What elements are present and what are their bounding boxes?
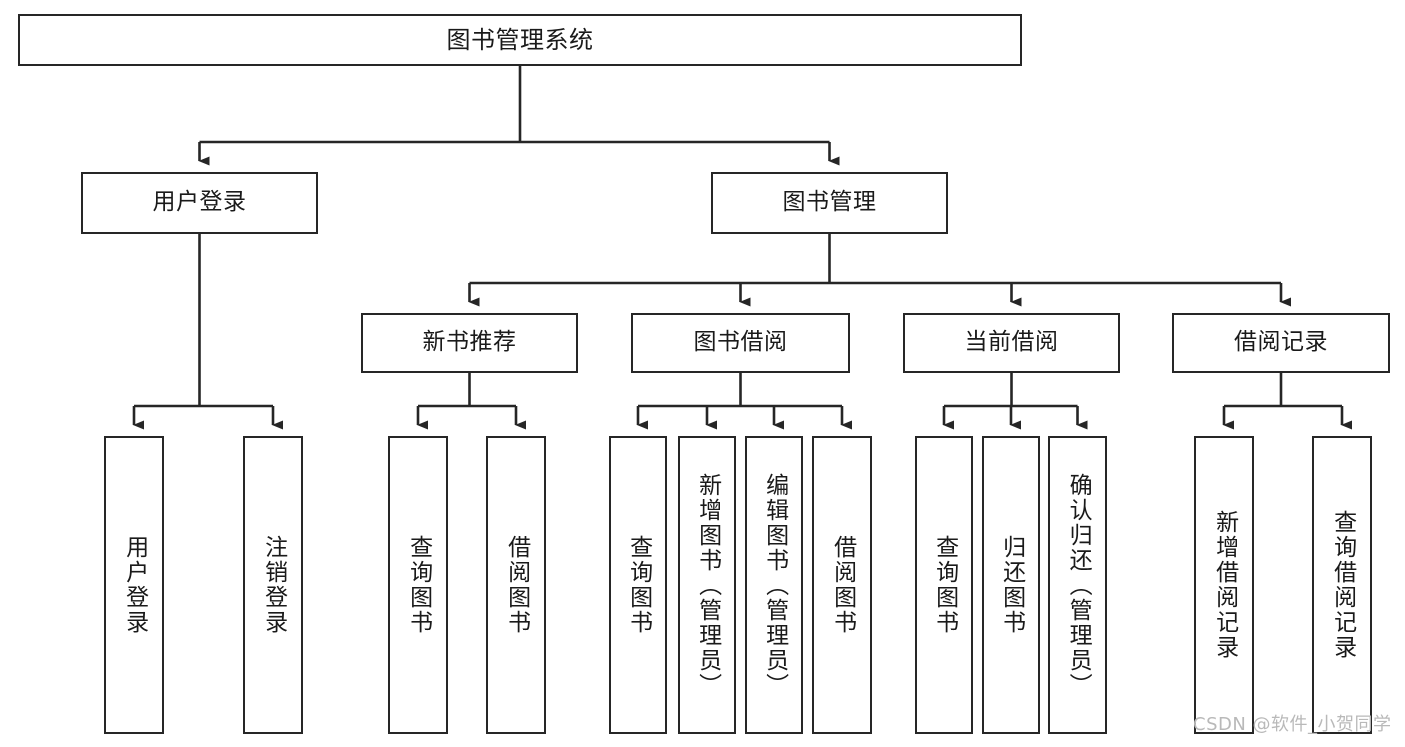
node-label: 当前借阅 — [964, 329, 1059, 356]
node-label: 新增图书（管理员） — [694, 472, 721, 698]
node-leaf-bb-query[interactable]: 查询图书 — [609, 436, 667, 734]
node-borrow-log[interactable]: 借阅记录 — [1172, 313, 1390, 373]
node-label: 借阅记录 — [1234, 329, 1328, 356]
node-label: 借阅图书 — [829, 535, 856, 635]
node-leaf-rec-borrow[interactable]: 借阅图书 — [486, 436, 546, 734]
node-label: 新增借阅记录 — [1211, 510, 1238, 660]
node-label: 用户登录 — [121, 535, 148, 635]
node-label: 图书管理系统 — [446, 25, 594, 54]
node-label: 图书管理 — [782, 189, 877, 216]
node-label: 编辑图书（管理员） — [761, 472, 788, 698]
node-label: 用户登录 — [152, 189, 247, 216]
node-leaf-bb-edit[interactable]: 编辑图书（管理员） — [745, 436, 803, 734]
node-root[interactable]: 图书管理系统 — [18, 14, 1022, 66]
node-label: 注销登录 — [260, 535, 287, 635]
node-label: 查询借阅记录 — [1329, 510, 1356, 660]
node-cur-borrow[interactable]: 当前借阅 — [903, 313, 1120, 373]
watermark-text: CSDN @软件_小贺同学 — [1193, 714, 1392, 735]
node-leaf-bb-borrow[interactable]: 借阅图书 — [812, 436, 872, 734]
node-book-borrow[interactable]: 图书借阅 — [631, 313, 850, 373]
node-label: 图书借阅 — [693, 329, 788, 356]
node-book-mgmt[interactable]: 图书管理 — [711, 172, 948, 234]
node-label: 查询图书 — [405, 535, 432, 635]
node-leaf-cb-query[interactable]: 查询图书 — [915, 436, 973, 734]
node-leaf-rec-query[interactable]: 查询图书 — [388, 436, 448, 734]
node-user-login[interactable]: 用户登录 — [81, 172, 318, 234]
node-leaf-log-add[interactable]: 新增借阅记录 — [1194, 436, 1254, 734]
node-label: 查询图书 — [625, 535, 652, 635]
node-leaf-cb-confirm[interactable]: 确认归还（管理员） — [1048, 436, 1107, 734]
node-leaf-bb-add[interactable]: 新增图书（管理员） — [678, 436, 736, 734]
node-label: 归还图书 — [998, 535, 1025, 635]
node-new-book-rec[interactable]: 新书推荐 — [361, 313, 578, 373]
node-label: 借阅图书 — [503, 535, 530, 635]
node-leaf-cb-return[interactable]: 归还图书 — [982, 436, 1040, 734]
node-leaf-user-logout[interactable]: 注销登录 — [243, 436, 303, 734]
node-label: 查询图书 — [931, 535, 958, 635]
node-label: 确认归还（管理员） — [1065, 472, 1092, 698]
node-label: 新书推荐 — [422, 329, 517, 356]
node-leaf-log-query[interactable]: 查询借阅记录 — [1312, 436, 1372, 734]
node-leaf-user-login[interactable]: 用户登录 — [104, 436, 164, 734]
